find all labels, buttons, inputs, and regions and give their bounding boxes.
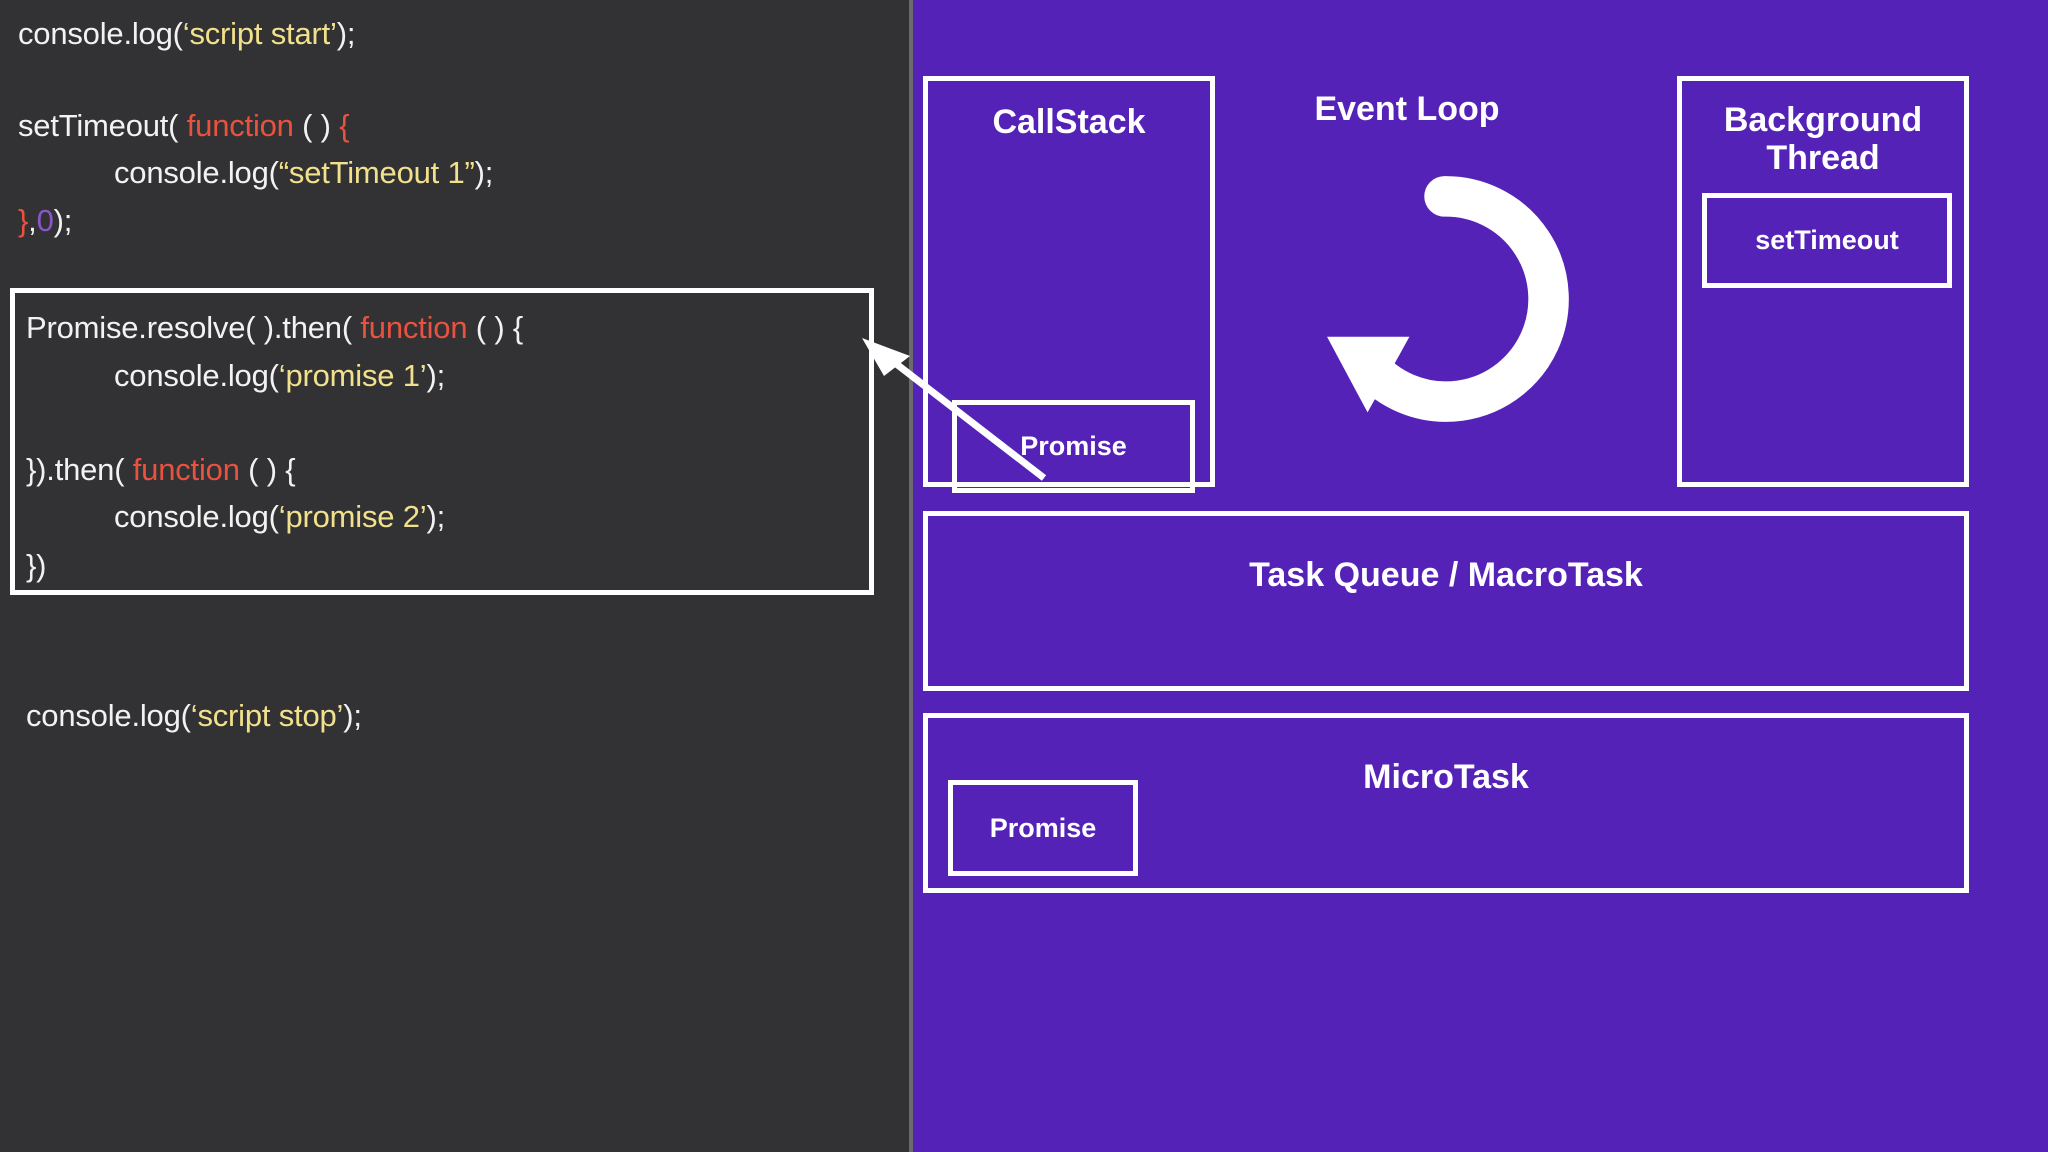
code-token-plain: ( ) [293,108,340,143]
microtask-title: MicroTask [1363,758,1529,796]
microtask-promise-item: Promise [948,780,1138,876]
code-token-plain: ); [53,203,73,238]
code-token-number: 0 [36,203,54,238]
code-token-string: ‘promise 1’ [278,358,427,393]
code-token-string: ‘promise 2’ [278,499,427,534]
code-token-plain: console.log( [114,499,279,534]
line-promise-resolve: Promise.resolve( ).then( function ( ) { [26,312,523,343]
task-queue-macrotask-panel: Task Queue / MacroTask [923,511,1969,691]
code-token-string: ‘script start’ [182,16,337,51]
code-token-plain: }) [26,548,47,583]
line-script-start: console.log(‘script start’); [18,18,355,49]
background-thread-title: Background Thread [1682,101,1964,177]
diagram-pane: CallStack Promise Event Loop Background … [917,0,2048,1152]
code-token-plain: console.log( [18,16,183,51]
code-token-keyword: function [360,310,468,345]
microtask-panel: MicroTask Promise [923,713,1969,893]
background-thread-title-line2: Thread [1766,139,1880,178]
code-token-plain: console.log( [26,698,191,733]
code-token-keyword: function [186,108,294,143]
code-token-plain: , [28,203,37,238]
code-token-plain: ( ) { [239,452,296,487]
line-settimeout-open: setTimeout( function ( ) { [18,108,350,143]
code-token-plain: ); [343,698,362,733]
line-then-2: }).then( function ( ) { [26,452,296,487]
line-settimeout-log: console.log(“setTimeout 1”); [114,157,493,188]
code-token-plain: ); [474,155,494,190]
code-token-plain: ); [426,499,445,534]
code-token-keyword: function [132,452,240,487]
background-thread-settimeout-item: setTimeout [1702,193,1952,288]
code-token-plain: ( ) { [467,310,524,345]
background-thread-title-line1: Background [1723,101,1923,139]
code-token-plain: ); [426,358,445,393]
line-promise-1-log: console.log(‘promise 1’); [114,360,445,391]
callstack-title: CallStack [992,103,1146,141]
callstack-promise-frame: Promise [952,400,1195,493]
code-token-plain: setTimeout( [18,108,187,143]
code-token-brace: { [339,108,350,143]
code-token-plain: console.log( [114,358,279,393]
line-settimeout-close: },0); [18,205,72,236]
code-token-plain: }).then( [26,452,133,487]
event-loop-title: Event Loop [1314,90,1500,128]
code-pane: console.log(‘script start’);setTimeout( … [0,0,913,1152]
callstack-panel: CallStack Promise [923,76,1215,493]
circular-refresh-arrow-icon [1307,164,1582,434]
code-token-string: ‘script stop’ [190,698,344,733]
line-promise-2-log: console.log(‘promise 2’); [114,501,445,532]
task-queue-macrotask-title: Task Queue / MacroTask [1249,556,1643,594]
code-token-brace: } [18,203,29,238]
code-token-string: “setTimeout 1” [278,155,475,190]
line-promise-close: }) [26,550,46,581]
code-token-plain: Promise.resolve( ).then( [26,310,361,345]
code-token-plain: ); [336,16,356,51]
background-thread-panel: Background Thread setTimeout [1677,76,1969,487]
line-script-stop: console.log(‘script stop’); [26,700,362,731]
code-token-plain: console.log( [114,155,279,190]
